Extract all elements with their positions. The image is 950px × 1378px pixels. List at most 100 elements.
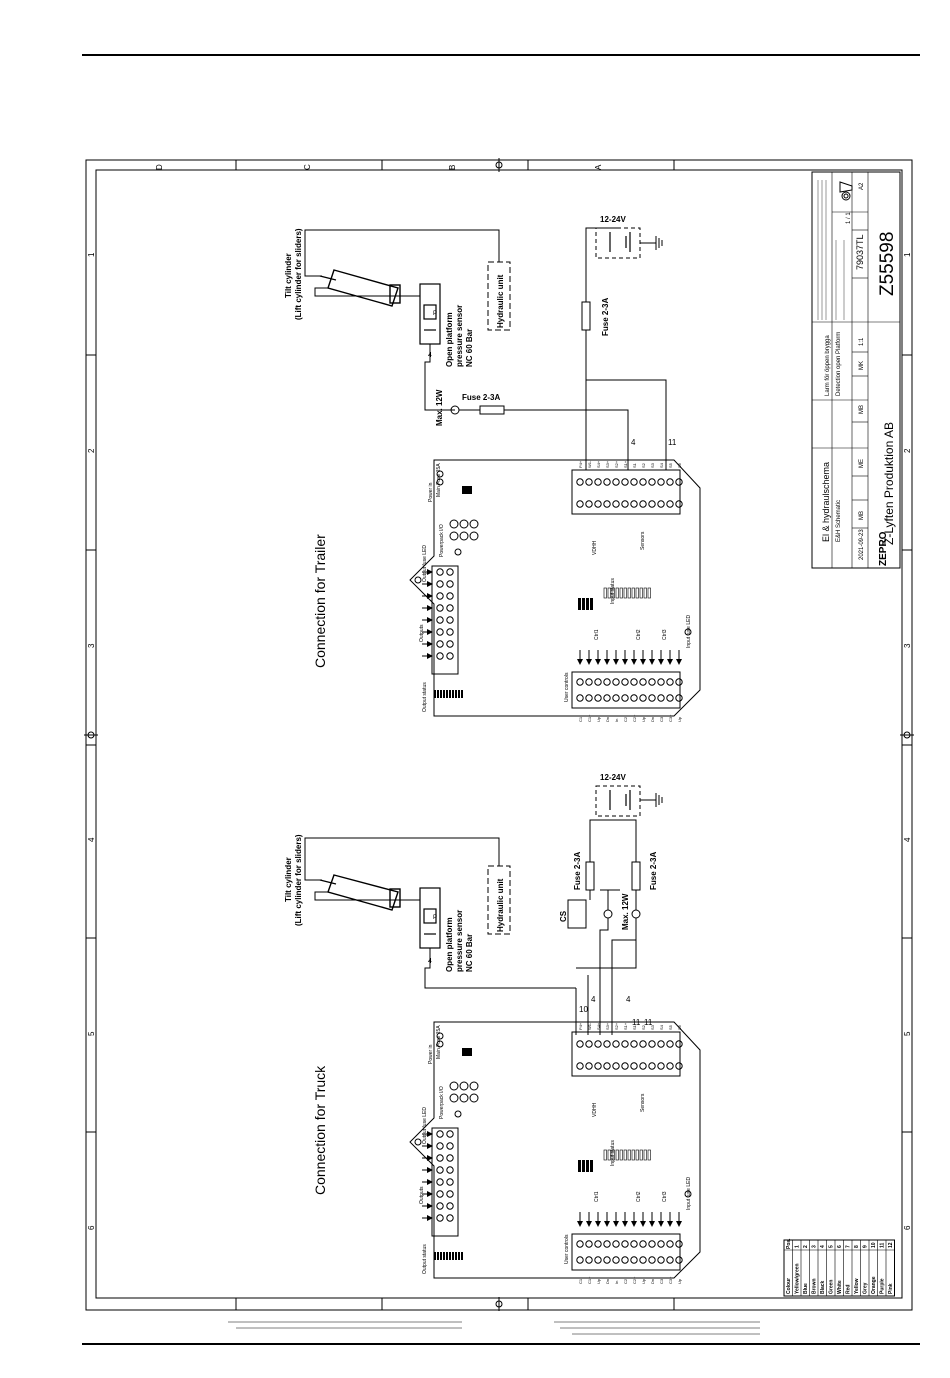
board-label: Powerpack I/O xyxy=(439,524,445,557)
terminal-screw xyxy=(436,1130,444,1138)
company-name: Z-Lyften Produktion AB xyxy=(882,422,896,545)
table-cell: 9 xyxy=(863,1245,869,1248)
terminal-screw xyxy=(621,1062,629,1070)
terminal-label: C3+ xyxy=(668,1276,673,1284)
terminal-screw xyxy=(639,678,647,686)
terminal-screw xyxy=(436,1190,444,1198)
tilt-cylinder-truck xyxy=(319,874,401,911)
board-label: Output fuse LED xyxy=(422,1107,428,1144)
terminal-label: Up xyxy=(677,716,682,722)
checked-by: ME xyxy=(859,459,865,468)
fuse-label: Fuse 2-3A xyxy=(462,393,500,402)
terminal-screw xyxy=(621,500,629,508)
terminal-screw xyxy=(603,678,611,686)
terminal-label: Dn xyxy=(605,1279,610,1284)
table-cell: 3 xyxy=(812,1245,818,1248)
control-board-truck: Power in Main Fuse 15A Powerpack I/O Out… xyxy=(409,1021,701,1284)
drawing-subtitle: Detection open Platform xyxy=(836,332,842,396)
lamp-icon xyxy=(631,909,641,919)
copyright-notice xyxy=(228,1321,760,1335)
terminal-screw xyxy=(436,1214,444,1222)
terminal-screw xyxy=(657,1040,665,1048)
table-cell: 1 xyxy=(795,1245,801,1248)
table-cell: Black xyxy=(820,1280,826,1294)
terminal-label: S2+ xyxy=(614,460,619,468)
drawing-title: El & hydraulschema xyxy=(821,462,831,542)
svg-text:P: P xyxy=(433,311,437,317)
terminal-screw xyxy=(675,1062,683,1070)
terminal-label: Up xyxy=(641,1278,646,1284)
table-cell: Purple xyxy=(880,1278,886,1294)
terminal-label: C1+ xyxy=(587,714,592,722)
terminal-label: C3 xyxy=(659,716,664,722)
terminal-label: S1+ xyxy=(623,460,628,468)
cylinder-label: Tilt cylinder xyxy=(284,253,293,298)
terminal-label: S4 xyxy=(659,462,664,468)
terminal-screw xyxy=(576,694,584,702)
cylinder-label: (Lift cylinder for sliders) xyxy=(294,228,303,320)
terminal-screw xyxy=(648,1062,656,1070)
terminal-screw xyxy=(446,592,454,600)
grid-letter: C xyxy=(303,164,312,170)
terminal-screw xyxy=(446,1130,454,1138)
board-label: Sensors xyxy=(640,531,646,550)
terminal-label: S4+ xyxy=(596,1022,601,1030)
sensor-label: Open platform xyxy=(445,312,454,367)
board-label: Ctrl2 xyxy=(636,1191,642,1202)
terminal-screw xyxy=(675,500,683,508)
terminal-screw xyxy=(648,678,656,686)
board-label: Input status xyxy=(610,1140,616,1166)
terminal-screw xyxy=(630,678,638,686)
terminal-screw xyxy=(436,1202,444,1210)
board-components xyxy=(414,1032,692,1260)
colour-table: Pos.Colour1Yellow/green2Blue3Brown4Black… xyxy=(783,1238,895,1297)
approved-by: MB xyxy=(859,405,865,414)
terminal-label: W1- xyxy=(587,460,592,468)
sheet-size: A2 xyxy=(859,182,865,190)
grid-letter: B xyxy=(448,165,457,170)
terminal-screw xyxy=(446,652,454,660)
terminal-screw xyxy=(576,478,584,486)
sensor-label: pressure sensor xyxy=(455,305,464,367)
terminal-screw xyxy=(585,694,593,702)
wire-number: 10 xyxy=(579,1005,588,1014)
drawing-subtitle: Larm för öppen brygga xyxy=(825,335,831,396)
terminal-screw xyxy=(666,694,674,702)
terminal-label: C2 xyxy=(623,716,628,722)
table-cell: 8 xyxy=(854,1245,860,1248)
table-cell: Brown xyxy=(812,1278,818,1294)
terminal-screw xyxy=(675,1256,683,1264)
terminal-screw xyxy=(436,592,444,600)
board-components xyxy=(414,470,692,698)
board-label: Input fuse LED xyxy=(686,1177,692,1210)
board-label: Power in xyxy=(428,1044,434,1064)
terminal-screw xyxy=(657,678,665,686)
terminal-label: S6 xyxy=(677,1024,682,1030)
terminal-label: Up xyxy=(641,716,646,722)
board-label: Output status xyxy=(422,1244,428,1274)
grid-number: 4 xyxy=(903,837,912,842)
terminal-screw xyxy=(612,1240,620,1248)
terminal-label: Dn xyxy=(650,717,655,722)
terminal-screw xyxy=(648,500,656,508)
terminal-label: S1 xyxy=(632,462,637,468)
terminal-label: P4+ xyxy=(578,460,583,468)
terminal-screw xyxy=(603,500,611,508)
terminal-screw xyxy=(436,652,444,660)
terminal-label: C2+ xyxy=(632,714,637,722)
truck-section: Connection for Truck Tilt cylinder (Lift… xyxy=(284,773,663,1195)
table-cell: Pink xyxy=(888,1283,894,1294)
table-cell: 4 xyxy=(820,1245,826,1248)
trailer-heading: Connection for Trailer xyxy=(312,534,328,668)
grid-numbers-left: 1 2 3 4 5 6 xyxy=(87,252,96,1230)
wire-number: 11 xyxy=(668,438,677,447)
grid-number: 4 xyxy=(87,837,96,842)
cylinder-label: Tilt cylinder xyxy=(284,857,293,902)
terminal-label: S3 xyxy=(650,462,655,468)
terminal-screw xyxy=(436,1142,444,1150)
terminal-screw xyxy=(621,1240,629,1248)
terminal-screw xyxy=(666,678,674,686)
terminal-label: S6 xyxy=(677,462,682,468)
projection-icon xyxy=(839,181,853,201)
